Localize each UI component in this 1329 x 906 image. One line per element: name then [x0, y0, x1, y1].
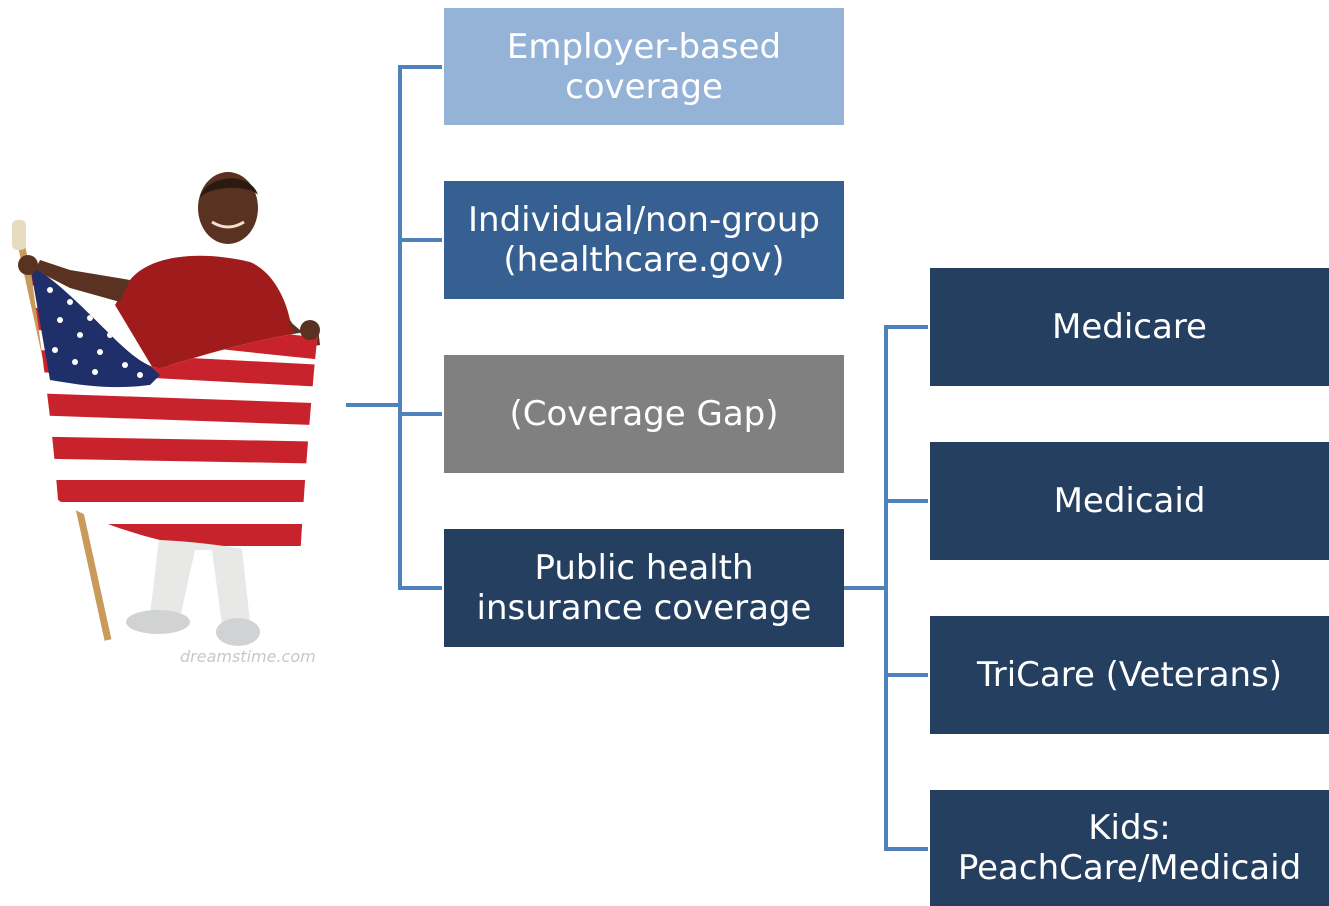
- kids-peachcare-box: Kids: PeachCare/Medicaid: [930, 790, 1329, 906]
- kids-peachcare-label: Kids: PeachCare/Medicaid: [957, 808, 1302, 888]
- public-coverage-box: Public health insurance coverage: [444, 529, 844, 647]
- trousers: [150, 530, 250, 625]
- coverage-gap-label: (Coverage Gap): [509, 394, 779, 434]
- employer-based-coverage-box: Employer-based coverage: [444, 8, 844, 125]
- man-with-flag-photo: dreamstime.com: [12, 172, 320, 666]
- public-coverage-label: Public health insurance coverage: [476, 548, 812, 628]
- tricare-box: TriCare (Veterans): [930, 616, 1329, 734]
- medicare-label: Medicare: [1052, 307, 1207, 347]
- tricare-label: TriCare (Veterans): [976, 655, 1283, 695]
- individual-coverage-label: Individual/non-group (healthcare.gov): [468, 200, 820, 280]
- employer-based-coverage-label: Employer-based coverage: [506, 26, 782, 107]
- medicaid-label: Medicaid: [1053, 481, 1206, 521]
- individual-coverage-box: Individual/non-group (healthcare.gov): [444, 181, 844, 299]
- medicaid-box: Medicaid: [930, 442, 1329, 560]
- medicare-box: Medicare: [930, 268, 1329, 386]
- watermark-text: dreamstime.com: [180, 647, 316, 666]
- coverage-gap-box: (Coverage Gap): [444, 355, 844, 473]
